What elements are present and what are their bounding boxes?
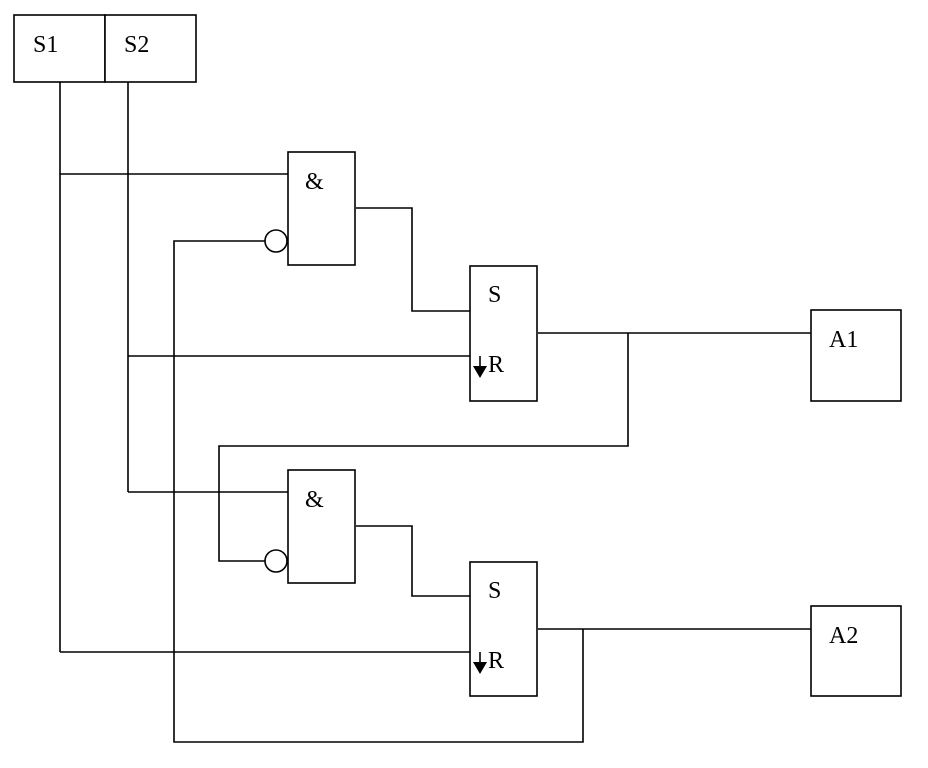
and-gate-2-inverter-bubble xyxy=(264,549,288,573)
output-a1-label: A1 xyxy=(829,327,858,353)
output-a1: A1 xyxy=(810,309,902,402)
wire-and1-to-ff1-set xyxy=(356,207,470,312)
flipflop-2: S R xyxy=(469,561,538,697)
wire-a1-feedback-to-and2 xyxy=(218,333,629,562)
input-s1-box xyxy=(13,14,106,83)
and-gate-2-box xyxy=(287,469,356,584)
and-gate-1: & xyxy=(264,151,356,266)
and-gate-2-symbol: & xyxy=(305,487,324,513)
wire-a2-feedback-to-and1 xyxy=(173,240,584,743)
and-gate-2: & xyxy=(264,469,356,584)
flipflop-1-reset-label: R xyxy=(488,352,504,378)
flipflop-1: S R xyxy=(469,265,538,402)
and-gate-1-inverter-bubble xyxy=(264,229,288,253)
output-a2-label: A2 xyxy=(829,623,858,649)
flipflop-2-box xyxy=(469,561,538,697)
flipflop-2-reset-label: R xyxy=(488,648,504,674)
input-s2-label: S2 xyxy=(124,32,149,58)
output-a2-box xyxy=(810,605,902,697)
input-s1-label: S1 xyxy=(33,32,58,58)
flipflop-2-reset-arrow-icon xyxy=(473,662,487,674)
flipflop-1-set-label: S xyxy=(488,282,501,308)
output-a1-box xyxy=(810,309,902,402)
flipflop-2-set-label: S xyxy=(488,578,501,604)
input-s2-box xyxy=(104,14,197,83)
wires xyxy=(59,82,811,743)
wire-and2-to-ff2-set xyxy=(356,525,470,597)
flipflop-1-box xyxy=(469,265,538,402)
and-gate-1-symbol: & xyxy=(305,169,324,195)
input-block: S1 S2 xyxy=(13,14,197,83)
and-gate-1-box xyxy=(287,151,356,266)
flipflop-1-reset-arrow-icon xyxy=(473,366,487,378)
output-a2: A2 xyxy=(810,605,902,697)
